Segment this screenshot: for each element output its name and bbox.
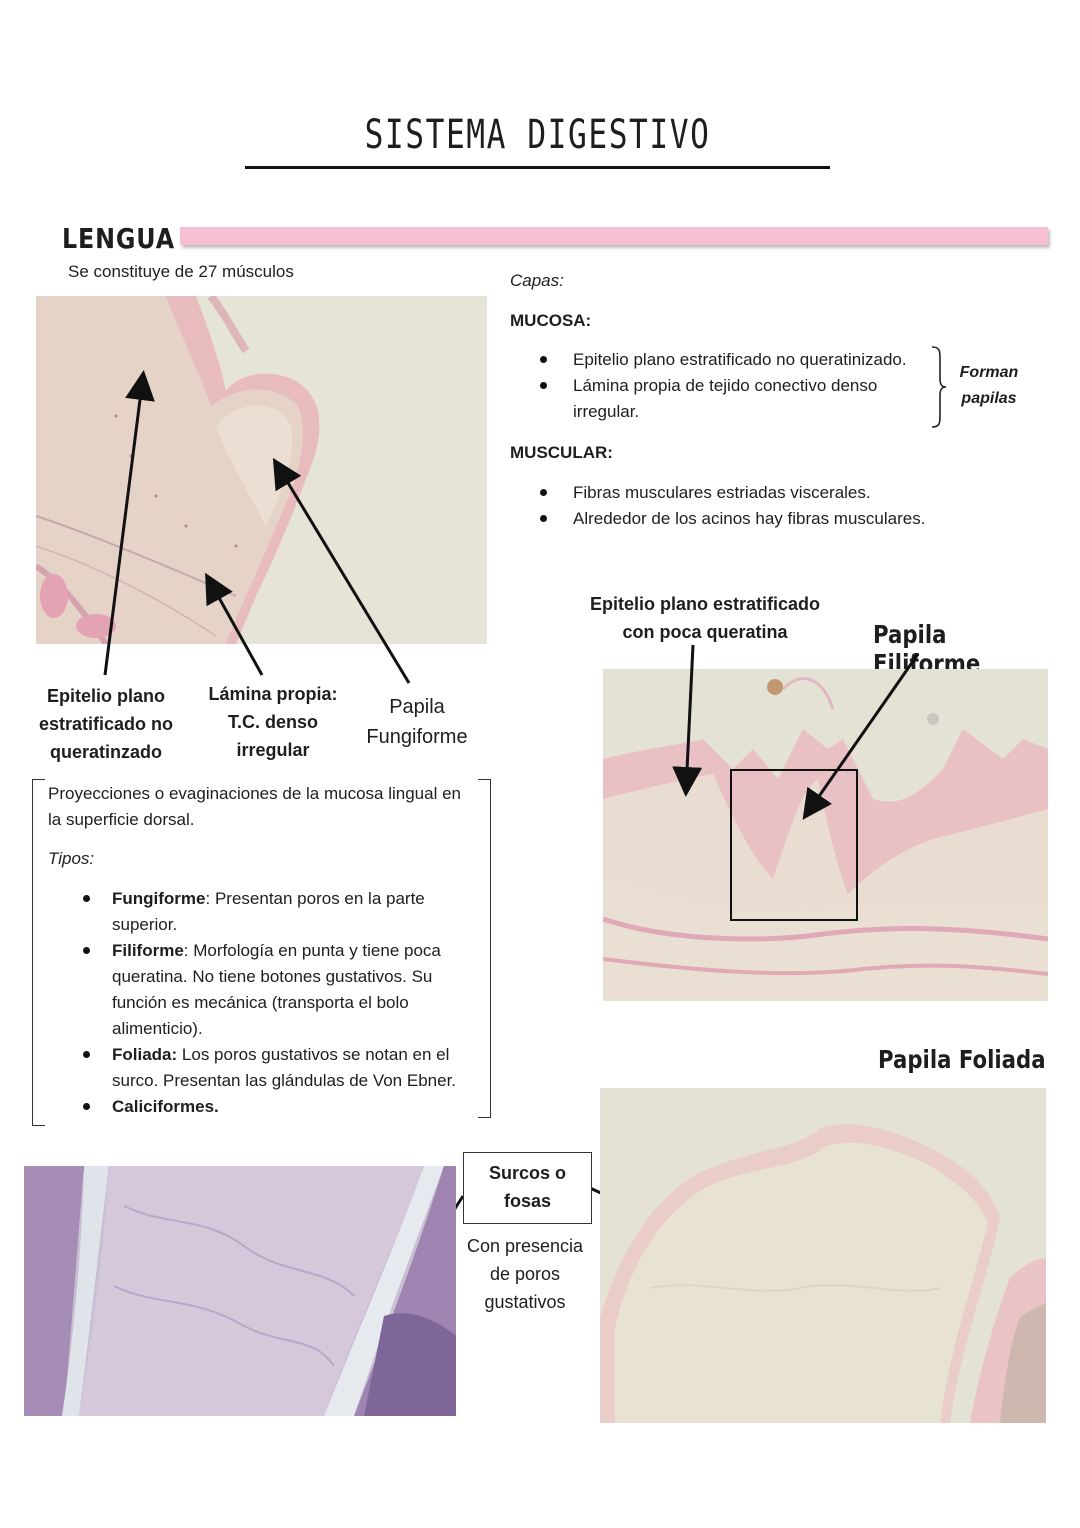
groove-label-box: Surcos o fosas	[463, 1152, 592, 1224]
mucosa-list: Epitelio plano estratificado no queratin…	[540, 347, 930, 425]
arrow-lamina	[205, 572, 264, 676]
micrograph-fungiform	[36, 296, 487, 644]
list-item: Fibras musculares estriadas viscerales.	[540, 480, 960, 506]
list-item: Foliada: Los poros gustativos se notan e…	[80, 1042, 470, 1094]
papillae-intro: Proyecciones o evaginaciones de la mucos…	[48, 784, 461, 829]
list-item: Fungiforme: Presentan poros en la parte …	[80, 886, 470, 938]
list-item: Caliciformes.	[80, 1094, 470, 1120]
muscular-title: MUSCULAR:	[510, 443, 613, 462]
label-lamina: Lámina propia: T.C. denso irregular	[208, 684, 338, 760]
list-item: Filiforme: Morfología en punta y tiene p…	[80, 938, 470, 1042]
page-title: SISTEMA DIGESTIVO	[364, 112, 711, 158]
foliate-title: Papila Foliada	[878, 1045, 1046, 1074]
brace-icon	[931, 346, 947, 428]
bracket-note: Forman papilas	[959, 364, 1019, 407]
groove-label: Surcos o fosas	[488, 1163, 567, 1211]
micrograph-foliate-right	[600, 1088, 1046, 1423]
mucosa-title: MUCOSA:	[510, 311, 592, 330]
title-underline	[245, 166, 830, 169]
left-bracket	[32, 779, 45, 1126]
micrograph-filiform	[603, 669, 1048, 1001]
types-list: Fungiforme: Presentan poros en la parte …	[80, 886, 470, 1120]
arrow-filiform-papilla	[802, 653, 920, 820]
muscular-list: Fibras musculares estriadas viscerales. …	[540, 480, 960, 532]
label-filiform-epithelium: Epitelio plano estratificado con poca qu…	[589, 594, 821, 642]
arrow-epithelium	[103, 370, 155, 676]
label-epithelium: Epitelio plano estratificado no queratin…	[38, 686, 174, 762]
intro-text: Se constituye de 27 músculos	[68, 262, 294, 281]
arrow-filiform-epithelium	[672, 644, 703, 797]
layers-heading: Capas:	[510, 271, 564, 290]
highlight-box	[730, 769, 858, 921]
list-item: Alrededor de los acinos hay fibras muscu…	[540, 506, 960, 532]
section-heading: LENGUA	[62, 222, 175, 255]
list-item: Epitelio plano estratificado no queratin…	[540, 347, 930, 373]
pores-label: Con presencia de poros gustativos	[466, 1236, 584, 1312]
types-label: Tipos:	[48, 849, 95, 868]
arrow-papilla	[272, 457, 411, 684]
right-bracket	[478, 779, 491, 1118]
list-item: Lámina propia de tejido conectivo denso …	[540, 373, 930, 425]
label-papilla: Papila Fungiforme	[366, 696, 468, 748]
section-accent-bar	[180, 227, 1048, 245]
micrograph-foliate-left	[24, 1166, 456, 1416]
